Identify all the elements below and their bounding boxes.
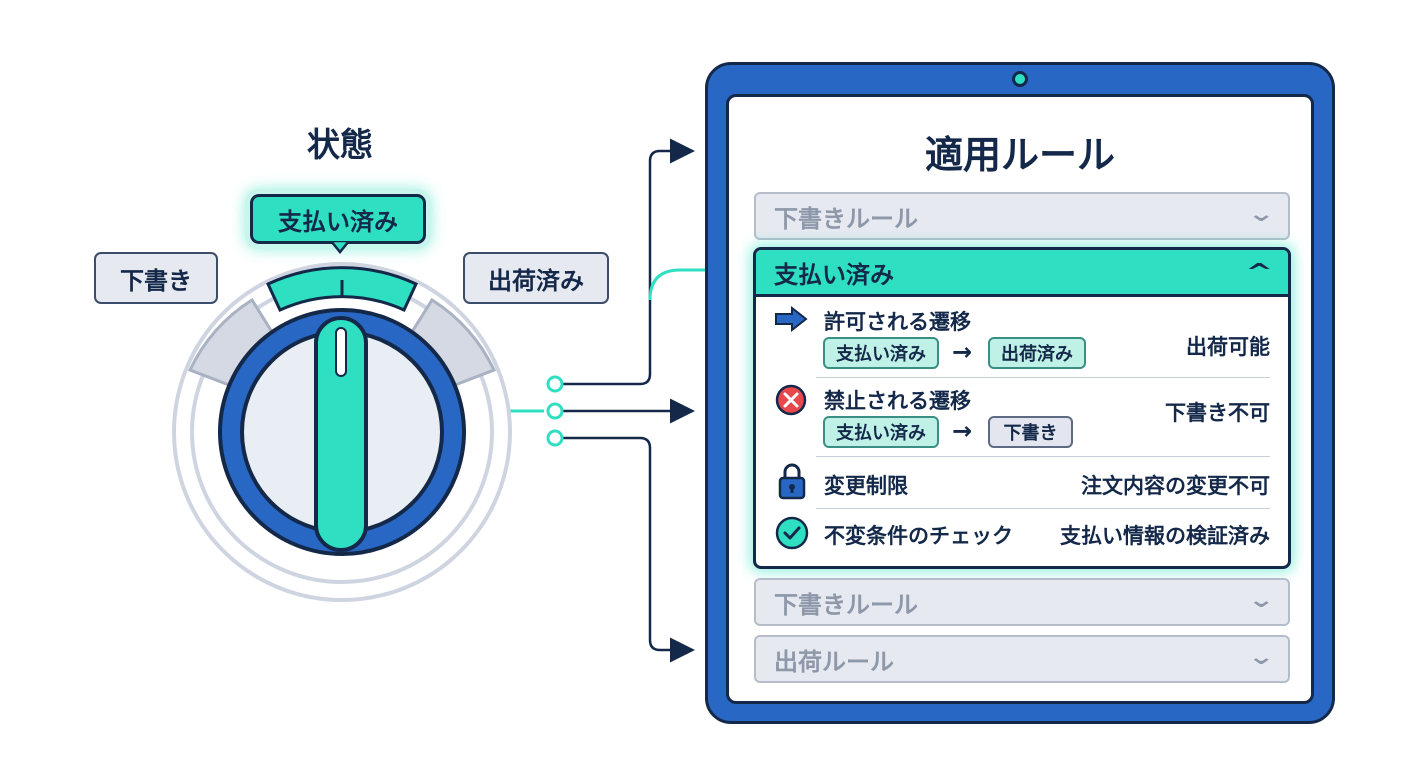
- accordion-draft-top[interactable]: 下書きルール ⌄: [754, 192, 1290, 240]
- state-title: 状態: [307, 125, 373, 164]
- transition-from: 支払い済み: [823, 337, 939, 369]
- dial-pointer: [314, 316, 368, 552]
- rule-value: 支払い情報の検証済み: [1060, 524, 1270, 548]
- check-circle-icon: [775, 516, 809, 550]
- state-dial[interactable]: [160, 250, 530, 620]
- accordion-label: 支払い済み: [774, 260, 894, 289]
- arrow-icon: →: [952, 338, 973, 366]
- accordion-paid-open[interactable]: 支払い済み ^: [753, 247, 1291, 569]
- transition-from: 支払い済み: [823, 416, 939, 448]
- accordion-label: 下書きルール: [774, 204, 918, 233]
- rule-value: 注文内容の変更不可: [1081, 474, 1270, 498]
- chevron-down-icon: ⌄: [1246, 645, 1275, 670]
- chevron-up-icon: ^: [1244, 260, 1273, 285]
- divider: [816, 508, 1270, 509]
- accordion-header[interactable]: 支払い済み ^: [756, 250, 1288, 297]
- arrow-right-icon: [775, 306, 808, 332]
- divider: [816, 377, 1270, 378]
- camera-icon: [1012, 71, 1028, 87]
- state-prev-chip[interactable]: 下書き: [94, 252, 218, 304]
- lock-icon: [778, 463, 806, 500]
- chevron-down-icon: ⌄: [1246, 588, 1275, 613]
- arrow-icon: →: [952, 417, 973, 445]
- rule-label: 許可される遷移: [824, 310, 971, 334]
- transition-to: 出荷済み: [988, 337, 1086, 369]
- panel-title: 適用ルール: [924, 133, 1115, 177]
- divider: [816, 456, 1270, 457]
- chevron-down-icon: ⌄: [1246, 202, 1275, 227]
- state-current-chip[interactable]: 支払い済み: [250, 194, 426, 244]
- accordion-label: 出荷ルール: [774, 647, 894, 676]
- rule-label: 変更制限: [824, 474, 908, 498]
- rule-value: 出荷可能: [1186, 335, 1270, 359]
- chip-pointer-icon: [330, 241, 350, 254]
- x-circle-icon: [775, 384, 807, 416]
- accordion-shipping[interactable]: 出荷ルール ⌄: [754, 635, 1290, 683]
- connector-upper: [563, 138, 695, 386]
- accordion-label: 下書きルール: [774, 590, 918, 619]
- transition-to: 下書き: [988, 416, 1073, 448]
- rule-label: 禁止される遷移: [824, 389, 971, 413]
- state-next-chip[interactable]: 出荷済み: [463, 252, 609, 304]
- rule-value: 下書き不可: [1165, 401, 1270, 425]
- connector-lower: [563, 436, 695, 663]
- rule-label: 不変条件のチェック: [824, 524, 1013, 548]
- connector-active: [648, 268, 755, 301]
- accordion-draft-bottom[interactable]: 下書きルール ⌄: [754, 578, 1290, 626]
